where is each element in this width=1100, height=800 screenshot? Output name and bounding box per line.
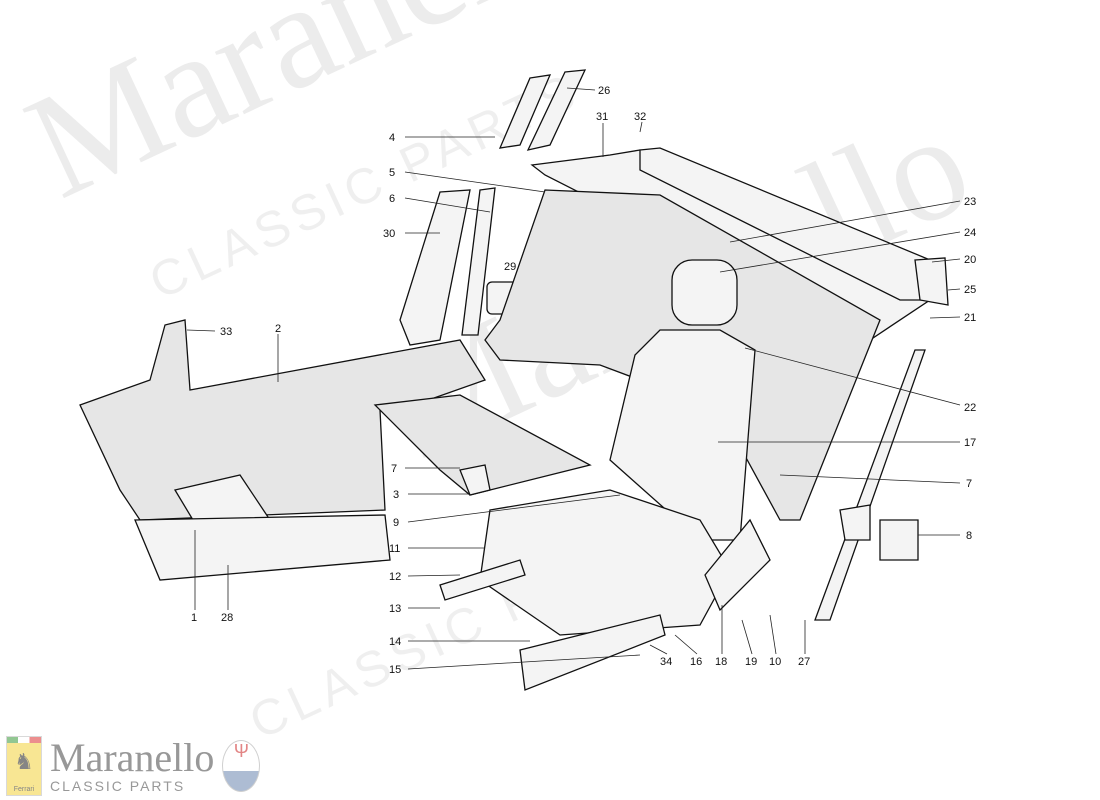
callout-2: 2 <box>275 323 281 335</box>
brand-name: Maranello <box>50 735 215 780</box>
callout-30: 30 <box>383 228 395 240</box>
callout-29: 29 <box>504 261 516 273</box>
callout-21: 21 <box>964 312 976 324</box>
callout-6: 6 <box>389 193 395 205</box>
pillar-trim-4 <box>498 74 552 149</box>
belt-retractor <box>839 504 871 541</box>
callout-26: 26 <box>598 85 610 97</box>
seat-rail-left <box>439 559 526 601</box>
callout-23: 23 <box>964 196 976 208</box>
trident-oval-icon: Ψ <box>222 740 261 792</box>
callout-12: 12 <box>389 571 401 583</box>
callout-28: 28 <box>221 612 233 624</box>
seat-back <box>609 329 756 541</box>
callout-20: 20 <box>964 254 976 266</box>
callout-34: 34 <box>660 656 672 668</box>
callout-3: 3 <box>393 489 399 501</box>
callout-14: 14 <box>389 636 401 648</box>
callout-10: 10 <box>769 656 781 668</box>
brand-logo: ♞ Ferrari Maranello CLASSIC PARTS Ψ <box>6 735 261 796</box>
callout-4: 4 <box>389 132 395 144</box>
floor-mat-right <box>373 394 592 496</box>
callout-13: 13 <box>389 603 401 615</box>
callout-7-buckle: 7 <box>391 463 397 475</box>
trim-piece-25 <box>914 257 949 306</box>
prancing-horse-shield-icon: ♞ Ferrari <box>6 736 42 796</box>
callout-labels: 4 26 31 32 5 6 23 24 20 25 21 30 29 33 2… <box>186 85 976 676</box>
callout-17: 17 <box>964 437 976 449</box>
callout-7-panel: 7 <box>966 478 972 490</box>
parts-drawing <box>79 69 949 691</box>
callout-33: 33 <box>220 326 232 338</box>
callout-8: 8 <box>966 530 972 542</box>
pillar-trim-6 <box>461 187 496 336</box>
callout-16: 16 <box>690 656 702 668</box>
belt-cover-8 <box>879 519 919 561</box>
callout-32: 32 <box>634 111 646 123</box>
pillar-trim-26 <box>526 69 587 151</box>
callout-24: 24 <box>964 227 976 239</box>
callout-18: 18 <box>715 656 727 668</box>
brand-subtitle: CLASSIC PARTS <box>50 778 186 794</box>
seat-rail-15 <box>519 614 666 691</box>
callout-27: 27 <box>798 656 810 668</box>
floor-mat-28 <box>134 514 391 581</box>
callout-9: 9 <box>393 517 399 529</box>
callout-15: 15 <box>389 664 401 676</box>
callout-5: 5 <box>389 167 395 179</box>
recliner-cover <box>704 518 771 612</box>
headrest <box>671 259 738 326</box>
pillar-trim-30 <box>399 189 471 346</box>
callout-25: 25 <box>964 284 976 296</box>
callout-1: 1 <box>191 612 197 624</box>
buckle-7 <box>459 464 491 496</box>
callout-11: 11 <box>389 543 400 555</box>
callout-19: 19 <box>745 656 757 668</box>
callout-22: 22 <box>964 402 976 414</box>
callout-31: 31 <box>596 111 608 123</box>
